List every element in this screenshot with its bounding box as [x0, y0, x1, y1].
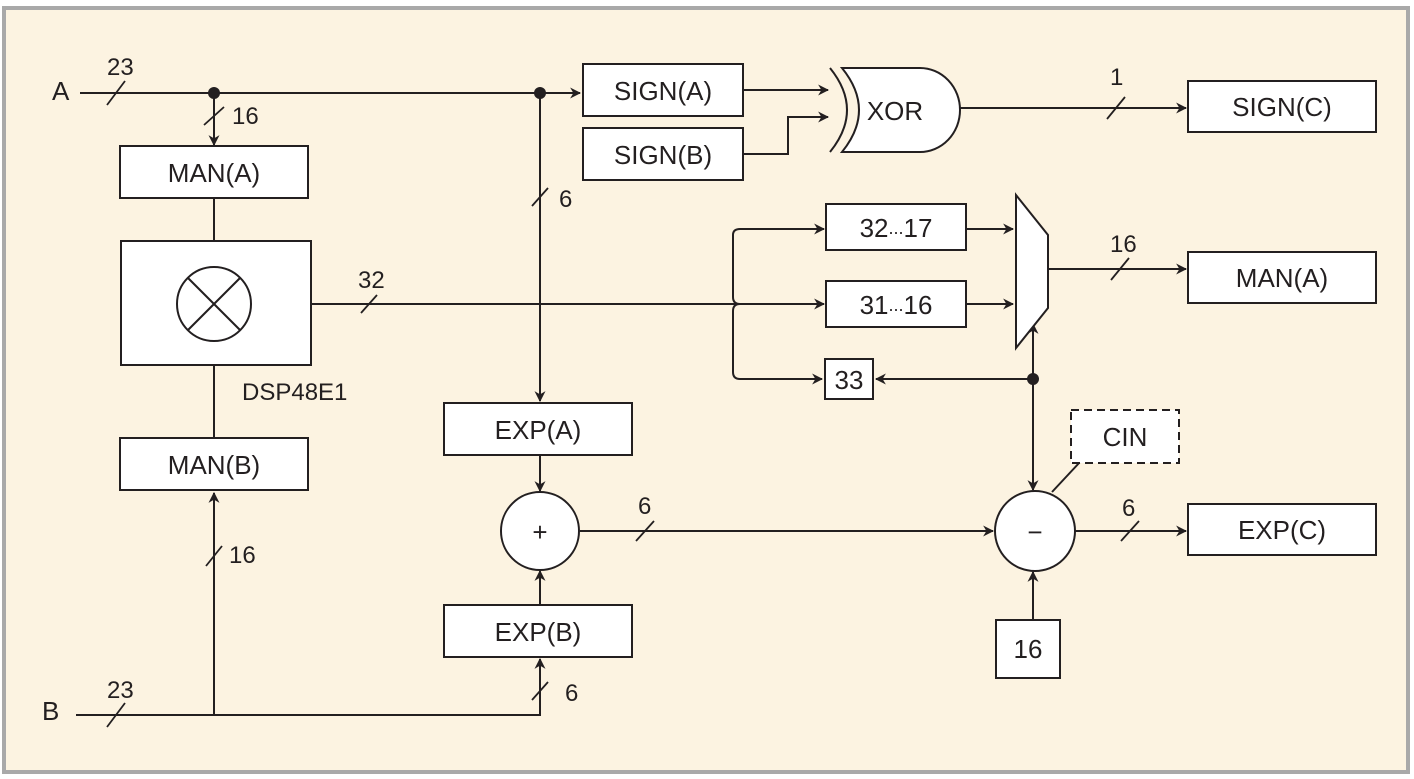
multiplier-cross-2 — [187, 277, 241, 331]
bus-slash-a-in — [106, 80, 126, 106]
bus-label-b-in: 23 — [107, 677, 134, 704]
subtractor — [994, 490, 1076, 572]
man-out-label: MAN(A) — [1236, 263, 1328, 293]
bus-slash-a-man — [203, 106, 225, 126]
bus-label-a-man: 16 — [232, 103, 259, 130]
sign-b-block — [582, 127, 744, 181]
bus-slash-exp-sum — [635, 520, 655, 542]
wire-b-input — [76, 657, 546, 716]
sign-c-block — [1187, 80, 1377, 133]
exp-b-block — [443, 604, 633, 658]
bit-33-block — [824, 358, 874, 400]
mux — [1015, 192, 1049, 351]
bus-slash-product — [360, 294, 378, 314]
adder — [500, 491, 580, 571]
bits-32-17-sep: ... — [888, 218, 903, 238]
sign-a-label: SIGN(A) — [614, 76, 712, 106]
bus-slash-b-in — [106, 702, 126, 728]
const-16-block — [995, 619, 1061, 679]
bits-31-16-block — [825, 280, 967, 328]
bus-label-b-exp: 6 — [565, 680, 578, 707]
man-a-block — [119, 145, 309, 199]
const-16-label: 16 — [1014, 634, 1043, 664]
wire-cin-to-sub — [1051, 461, 1081, 493]
man-out-block — [1187, 251, 1377, 304]
bits-31-16-end: 16 — [904, 290, 933, 320]
sign-b-label: SIGN(B) — [614, 140, 712, 170]
xor-gate-back-curve — [829, 67, 848, 153]
cin-label: CIN — [1103, 422, 1148, 452]
input-b-label: B — [42, 696, 59, 726]
man-b-block — [119, 437, 309, 491]
wire-product-to-bit33 — [732, 303, 824, 385]
exp-out-block — [1187, 503, 1377, 556]
bits-31-16-start: 31 — [860, 290, 889, 320]
sign-a-block — [582, 63, 744, 117]
bus-slash-b-exp — [531, 681, 549, 701]
exp-a-label: EXP(A) — [495, 415, 582, 445]
input-a-label: A — [52, 76, 70, 106]
cin-block — [1070, 409, 1180, 464]
adder-symbol: + — [532, 517, 547, 547]
bus-slash-sign-out — [1106, 96, 1126, 120]
man-a-label: MAN(A) — [168, 158, 260, 188]
bus-label-exp-out: 6 — [1122, 495, 1135, 522]
bus-slash-a-exp — [531, 187, 549, 207]
exp-a-block — [443, 402, 633, 456]
man-b-label: MAN(B) — [168, 450, 260, 480]
bus-label-sign-out: 1 — [1110, 64, 1123, 91]
exp-out-label: EXP(C) — [1238, 515, 1326, 545]
bus-label-exp-sum: 6 — [638, 493, 651, 520]
wire-product-to-hi — [732, 223, 826, 305]
subtractor-symbol: − — [1027, 517, 1042, 547]
xor-label: XOR — [867, 96, 923, 126]
junction-a-exp — [534, 87, 546, 99]
bus-slash-exp-out — [1120, 520, 1140, 542]
bits-32-17-start: 32 — [860, 213, 889, 243]
bus-label-man-out: 16 — [1110, 231, 1137, 258]
bits-32-17-block — [825, 203, 967, 251]
bus-slash-man-out — [1110, 257, 1130, 281]
xor-gate — [839, 67, 961, 153]
bus-label-a-in: 23 — [107, 54, 134, 81]
bits-31-16-label: 31...16 — [860, 290, 933, 320]
bus-label-a-exp: 6 — [559, 186, 572, 213]
bits-32-17-end: 17 — [904, 213, 933, 243]
bits-32-17-label: 32...17 — [860, 213, 933, 243]
dsp48e1-label: DSP48E1 — [242, 379, 347, 406]
bus-label-product: 32 — [358, 267, 385, 294]
bit-33-label: 33 — [835, 365, 864, 395]
junction-a-man — [208, 87, 220, 99]
sign-c-label: SIGN(C) — [1232, 92, 1332, 122]
junction-control — [1027, 373, 1039, 385]
bits-31-16-sep: ... — [888, 295, 903, 315]
bus-label-b-man: 16 — [229, 542, 256, 569]
bus-slash-b-man — [205, 545, 223, 567]
wire-sign-b-to-xor — [743, 111, 830, 155]
exp-b-label: EXP(B) — [495, 617, 582, 647]
